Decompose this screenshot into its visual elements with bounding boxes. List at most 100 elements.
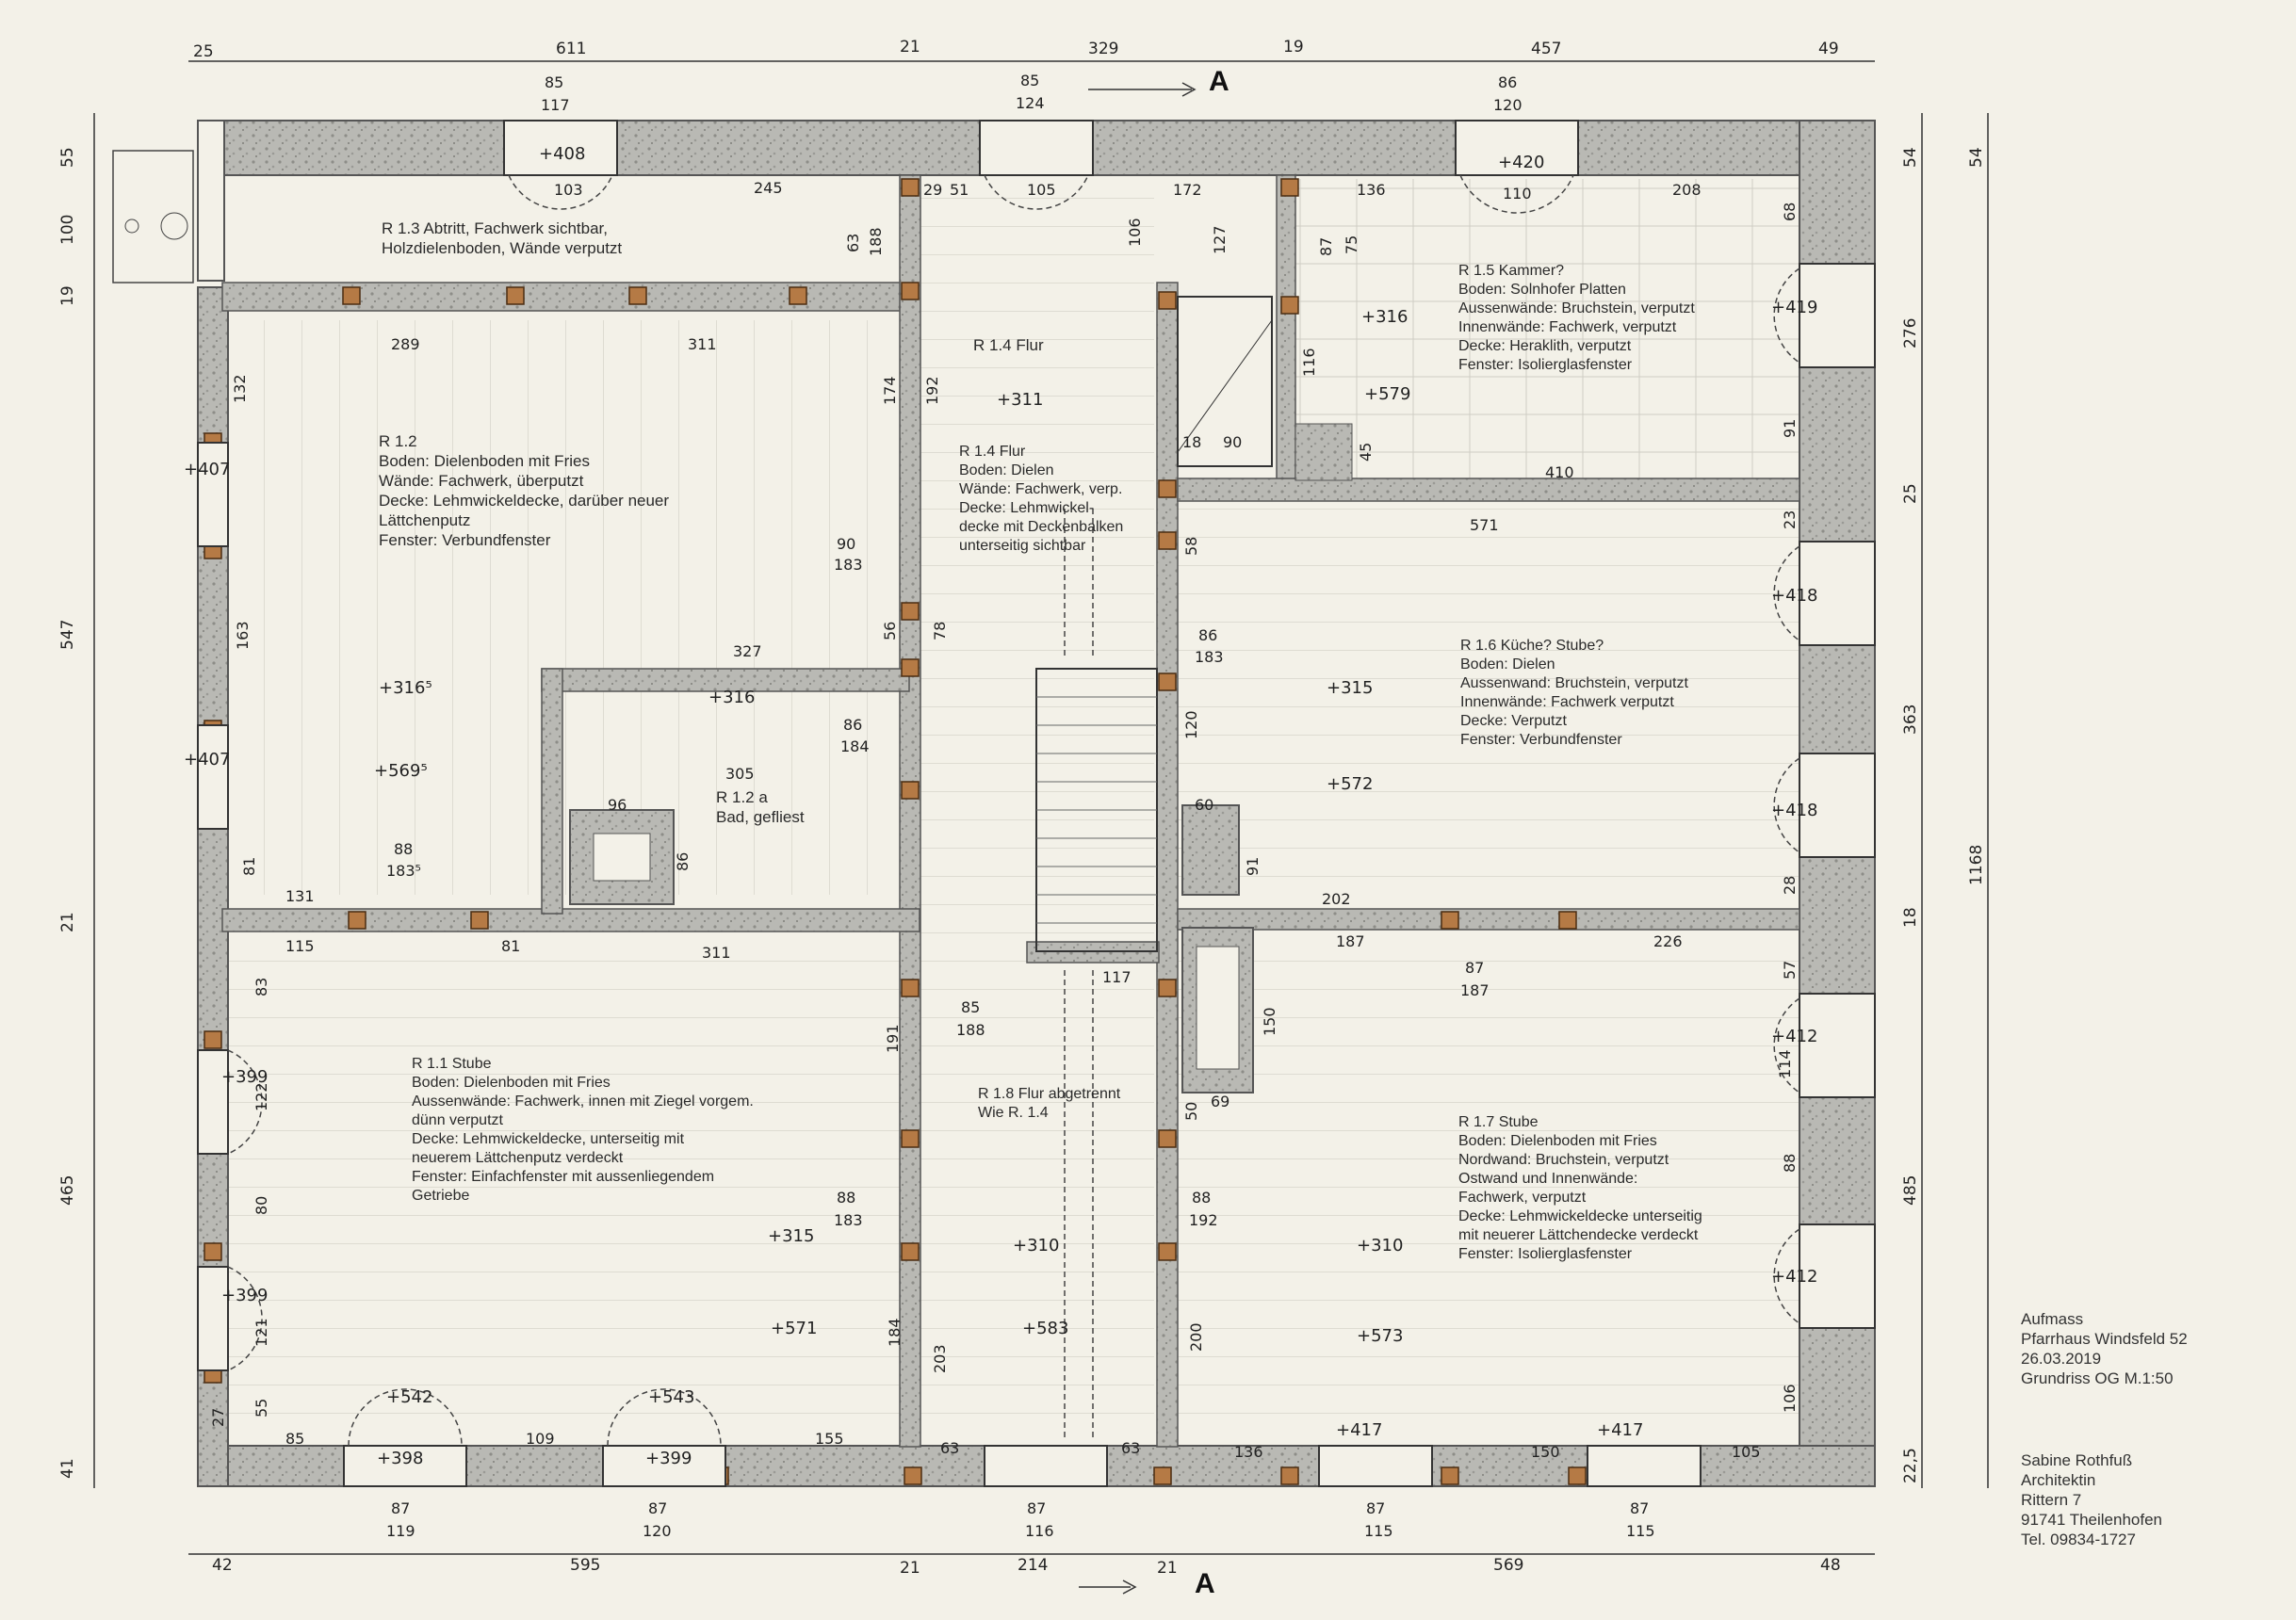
left-dim: 55 [58, 147, 77, 168]
inner-dim: 208 [1672, 181, 1702, 199]
inner-dim: 289 [391, 335, 420, 353]
inner-dim: 192 [1189, 1211, 1218, 1229]
room-r11-line: Decke: Lehmwickeldecke, unterseitig mit [412, 1131, 685, 1147]
inner-dim: 305 [725, 765, 755, 783]
elevation-mark: +543 [648, 1387, 695, 1407]
inner-dim: 200 [1187, 1322, 1205, 1352]
elevation-mark: +412 [1771, 1267, 1818, 1287]
room-r13-line: Holzdielenboden, Wände verputzt [382, 239, 623, 257]
bottom-dim: 48 [1820, 1556, 1841, 1575]
room-r17-line: Fenster: Isolierglasfenster [1458, 1246, 1633, 1262]
top-dim: 49 [1818, 40, 1839, 58]
window-dim-bottom: 87 [1630, 1499, 1650, 1517]
right-dim-inner: 276 [1901, 317, 1920, 348]
room-r12a-label: R 1.2 a Bad, gefliest [716, 787, 805, 827]
inner-dim: 105 [1732, 1443, 1761, 1461]
inner-dim: 109 [526, 1430, 555, 1448]
window-dim-bottom: 120 [643, 1522, 672, 1540]
inner-dim: 117 [1102, 968, 1132, 986]
room-r17-line: Decke: Lehmwickeldecke unterseitig [1458, 1208, 1702, 1224]
room-r17-line: mit neuerer Lättchendecke verdeckt [1458, 1227, 1699, 1243]
inner-dim: 23 [1781, 510, 1799, 529]
elevation-mark: +412 [1771, 1027, 1818, 1046]
elevation-mark: +311 [997, 390, 1044, 410]
room-r12-line: Fenster: Verbundfenster [379, 531, 551, 549]
elevation-mark: +315 [768, 1226, 815, 1246]
right-dim-inner: 54 [1901, 147, 1920, 168]
room-r14b-line: Decke: Lehmwickel- [959, 500, 1095, 516]
architect-line: Sabine Rothfuß [2021, 1451, 2133, 1469]
room-r13-title: R 1.3 Abtritt, Fachwerk sichtbar, [382, 219, 608, 237]
room-r15-line: Decke: Heraklith, verputzt [1458, 338, 1632, 354]
inner-dim: 88 [394, 840, 414, 858]
room-r18-title: R 1.8 Flur abgetrennt [978, 1086, 1121, 1102]
room-r17-label: R 1.7 Stube Boden: Dielenboden mit Fries… [1458, 1113, 1702, 1264]
top-dim: 457 [1531, 40, 1562, 58]
inner-dim: 311 [688, 335, 717, 353]
window-dim-bottom: 87 [1027, 1499, 1047, 1517]
inner-dim: 106 [1126, 218, 1144, 247]
inner-dim: 183 [1195, 648, 1224, 666]
inner-dim: 105 [1027, 181, 1056, 199]
inner-dim: 184 [840, 737, 870, 755]
elevation-mark: +315 [1327, 678, 1374, 698]
room-r18-line: Wie R. 1.4 [978, 1105, 1049, 1121]
inner-dim: 57 [1781, 960, 1799, 980]
inner-dim: 83 [252, 977, 270, 996]
elevation-mark: +572 [1327, 774, 1374, 794]
elevation-mark: +569⁵ [374, 761, 428, 781]
inner-dim: 85 [961, 998, 981, 1016]
inner-dim: 29 [923, 181, 943, 199]
room-r11-line: Fenster: Einfachfenster mit aussenliegen… [412, 1169, 715, 1185]
window-dim-bottom: 115 [1626, 1522, 1655, 1540]
inner-dim: 28 [1781, 875, 1799, 895]
section-mark-bottom: A [1195, 1568, 1215, 1599]
elevation-mark: +419 [1771, 298, 1818, 317]
inner-dim: 63 [1121, 1439, 1141, 1457]
inner-dim: 96 [608, 796, 627, 814]
inner-dim: 116 [1300, 348, 1318, 377]
inner-dim: 45 [1357, 442, 1375, 462]
room-r12-line: Boden: Dielenboden mit Fries [379, 452, 590, 470]
inner-dim: 245 [754, 179, 783, 197]
room-r11-line: neuerem Lättchenputz verdeckt [412, 1150, 624, 1166]
room-r16-line: Innenwände: Fachwerk verputzt [1460, 694, 1674, 710]
inner-dim: 192 [923, 376, 941, 405]
top-dim: 25 [193, 42, 214, 61]
room-r11-line: dünn verputzt [412, 1112, 503, 1128]
inner-dim: 90 [1223, 433, 1243, 451]
window-dim-top: 124 [1016, 94, 1045, 112]
inner-dim: 63 [940, 1439, 960, 1457]
right-dim-inner: 25 [1901, 483, 1920, 504]
top-dim: 21 [900, 38, 920, 57]
elevation-mark: +399 [645, 1449, 692, 1468]
inner-dim: 311 [702, 944, 731, 962]
inner-dim: 327 [733, 642, 762, 660]
bottom-dim: 595 [570, 1556, 601, 1575]
elevation-mark: +542 [386, 1387, 433, 1407]
window-dim-top: 117 [541, 96, 570, 114]
bottom-dim: 214 [1018, 1556, 1049, 1575]
window-dim-top: 85 [545, 73, 564, 91]
room-r17-title: R 1.7 Stube [1458, 1114, 1539, 1130]
inner-dim: 68 [1781, 202, 1799, 221]
bottom-dim: 21 [1157, 1559, 1178, 1578]
inner-dim: 88 [837, 1189, 856, 1207]
elevation-mark: +408 [539, 144, 586, 164]
room-r14b-line: unterseitig sichtbar [959, 538, 1086, 554]
inner-dim: 50 [1182, 1101, 1200, 1121]
section-mark-top: A [1209, 66, 1229, 97]
top-dim: 611 [556, 40, 587, 58]
left-dim: 547 [58, 619, 77, 650]
inner-dim: 183 [834, 1211, 863, 1229]
elevation-mark: +418 [1771, 801, 1818, 820]
inner-dim: 150 [1261, 1007, 1278, 1036]
window-dim-bottom: 116 [1025, 1522, 1054, 1540]
room-r15-line: Innenwände: Fachwerk, verputzt [1458, 319, 1677, 335]
inner-dim: 184 [886, 1318, 904, 1347]
architect-block: Sabine Rothfuß Architektin Rittern 7 917… [2021, 1450, 2162, 1549]
inner-dim: 56 [881, 621, 899, 640]
room-r11-line: Getriebe [412, 1188, 470, 1204]
inner-dim: 127 [1211, 225, 1229, 254]
elevation-mark: +316⁵ [379, 678, 432, 698]
